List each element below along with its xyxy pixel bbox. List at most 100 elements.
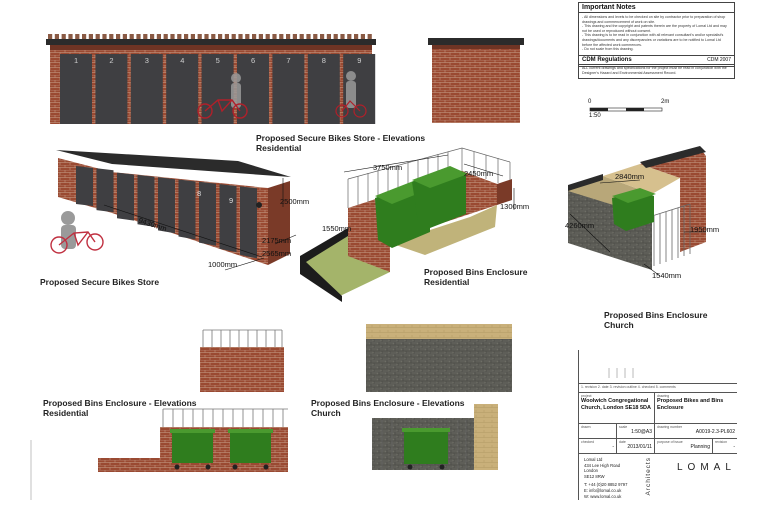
architects-label: Architects	[645, 457, 652, 496]
project-cell: project Woolwich Congregational Church, …	[579, 393, 655, 423]
door-number: 2	[109, 56, 114, 65]
bike-store-side-elevation	[428, 38, 524, 123]
caption-bikes-elevations: Proposed Secure Bikes Store - Elevations…	[256, 133, 426, 153]
caption-bins-elevations-residential: Proposed Bins Enclosure - Elevations Res…	[43, 398, 197, 418]
lomal-logo: LOMAL	[677, 462, 736, 473]
parapet-block	[109, 34, 114, 39]
wheelie-bin-icon	[402, 428, 450, 470]
revision-area	[579, 350, 737, 383]
parapet-block	[88, 34, 93, 39]
parapet-block	[245, 34, 250, 39]
bicycle-icon	[197, 99, 248, 119]
dim-church-d: 1540mm	[652, 271, 682, 280]
door-number: 5	[215, 56, 220, 65]
bike-store-door-iso	[137, 174, 155, 227]
title-block: 1. revision 2. date 3. revision outline …	[578, 350, 737, 500]
parapet-block	[360, 34, 365, 39]
scale-bar	[589, 107, 663, 112]
bike-store-front-elevation	[46, 34, 376, 124]
parapet-block	[122, 34, 127, 39]
drawing-cell: drawing Proposed Bikes and Bins Enclosur…	[657, 394, 724, 411]
parapet-block	[143, 34, 148, 39]
bins-res-elevation-small	[200, 329, 284, 392]
parapet-block	[340, 34, 345, 39]
caption-bins-residential: Proposed Bins Enclosure Residential	[424, 267, 528, 287]
parapet-block	[190, 34, 195, 39]
wheelie-bin-icon	[375, 166, 468, 248]
wheelie-bin-icon	[170, 429, 215, 470]
door-number: 3	[144, 56, 149, 65]
bins-church-isometric	[568, 146, 706, 277]
door-number-iso-8: 8	[197, 189, 202, 198]
caption-bins-elevations-church: Proposed Bins Enclosure - Elevations Chu…	[311, 398, 465, 418]
caption-bikes-store: Proposed Secure Bikes Store	[40, 277, 160, 287]
bike-store-door	[307, 54, 340, 124]
door-number-iso-9: 9	[229, 196, 234, 205]
door-number: 7	[286, 56, 291, 65]
bike-store-door	[272, 54, 305, 124]
parapet-block	[150, 34, 155, 39]
parapet-block	[347, 34, 352, 39]
dim-res-c: 1300mm	[500, 202, 530, 211]
parapet-block	[54, 34, 59, 39]
bike-store-door	[95, 54, 128, 124]
dim-bike-door: 1000mm	[208, 260, 238, 269]
parapet-block	[326, 34, 331, 39]
parapet-block	[238, 34, 243, 39]
dim-bike-depth2: 2565mm	[262, 249, 292, 258]
notes-title: Important Notes	[579, 3, 734, 13]
parapet-block	[204, 34, 209, 39]
dim-church-b: 4260mm	[565, 221, 595, 230]
parapet-block	[61, 34, 66, 39]
bike-store-door-iso	[178, 179, 196, 240]
parapet-block	[272, 34, 277, 39]
bike-store-door-iso	[96, 168, 114, 213]
parapet-block	[75, 34, 80, 39]
company-address: Lomal Ltd 434 Lee High Road London SE12 …	[584, 457, 628, 499]
parapet-block	[231, 34, 236, 39]
scale-bar-two: 2m	[661, 99, 670, 105]
dim-res-a: 3750mm	[373, 163, 403, 172]
important-notes-panel: Important Notes - All dimensions and lev…	[578, 2, 735, 67]
parapet-block	[320, 34, 325, 39]
parapet-block	[68, 34, 73, 39]
dim-bike-height: 2500mm	[280, 197, 310, 206]
bike-store-door	[60, 54, 92, 124]
bike-store-door	[237, 54, 269, 124]
parapet-block	[116, 34, 121, 39]
railing	[651, 203, 691, 266]
bike-store-door-iso	[199, 181, 216, 246]
checked-cell: checked -	[579, 439, 617, 453]
parapet-block	[306, 34, 311, 39]
parapet-block	[286, 34, 291, 39]
parapet-block	[156, 34, 161, 39]
parapet-block	[136, 34, 141, 39]
scale-cell: scale 1:50@A3	[617, 424, 655, 438]
bike-store-door	[166, 54, 199, 124]
bike-store-door-iso	[76, 166, 93, 206]
parapet-block	[265, 34, 270, 39]
parapet-block	[177, 34, 182, 39]
date-cell: date 2013/01/11	[617, 439, 655, 453]
dim-church-c: 1950mm	[690, 225, 720, 234]
drawing-number-cell: drawing number A0019-2.3-PL602	[657, 425, 735, 435]
bike-store-isometric	[50, 150, 297, 271]
cdm-body: ALL current drawings and specifications …	[582, 66, 727, 75]
parapet-block	[313, 34, 318, 39]
parapet-block	[95, 34, 100, 39]
drawn-cell: drawn	[579, 424, 617, 438]
dim-res-d: 1550mm	[322, 224, 352, 233]
door-number: 1	[74, 56, 79, 65]
bins-residential-isometric	[300, 147, 515, 302]
dim-bike-depth1: 2175mm	[262, 236, 292, 245]
parapet-block	[184, 34, 189, 39]
scale-bar-ratio: 1:50	[589, 113, 601, 119]
parapet-block	[197, 34, 202, 39]
notes-body: - All dimensions and levels to be checke…	[582, 15, 727, 52]
parapet-block	[367, 34, 372, 39]
door-number: 6	[251, 56, 256, 65]
dim-res-b: 2450mm	[464, 169, 494, 178]
